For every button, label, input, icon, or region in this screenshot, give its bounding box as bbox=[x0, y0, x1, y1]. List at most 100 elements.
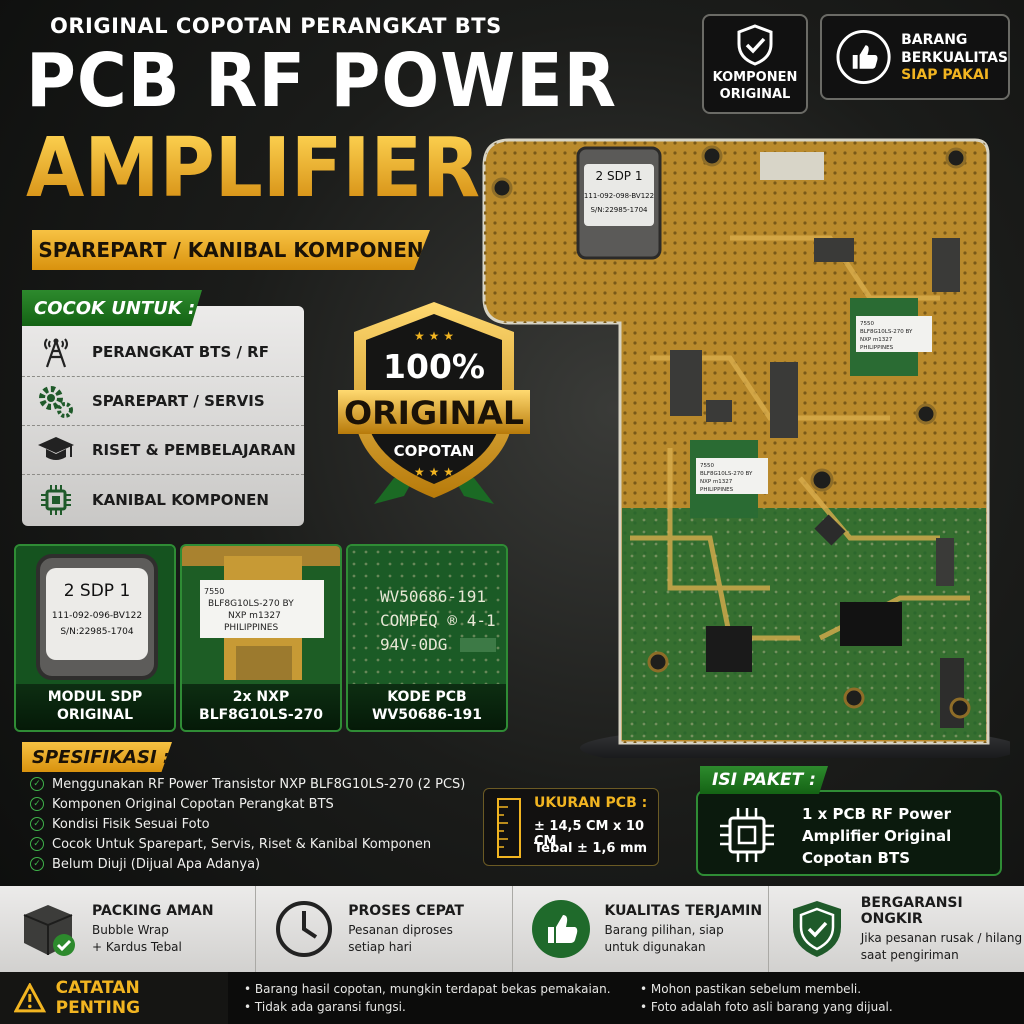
board-transistor-1: 7550 BLF8G10LS-270 BY NXP m1327 PHILIPPI… bbox=[850, 298, 932, 376]
title-line1: PCB RF POWER bbox=[26, 38, 617, 124]
check-icon: ✓ bbox=[30, 857, 44, 871]
thumbs-up-icon bbox=[836, 29, 891, 85]
seal-stars-bottom: ★ ★ ★ bbox=[414, 465, 454, 479]
graduation-cap-icon bbox=[36, 432, 76, 468]
svg-text:7550: 7550 bbox=[204, 587, 224, 596]
cocok-item: RISET & PEMBELAJARAN bbox=[22, 426, 304, 475]
catatan-col-1: • Barang hasil copotan, mungkin terdapat… bbox=[244, 982, 611, 1014]
chip-icon bbox=[36, 482, 76, 518]
check-icon: ✓ bbox=[30, 817, 44, 831]
check-icon: ✓ bbox=[30, 797, 44, 811]
cocok-item-label: PERANGKAT BTS / RF bbox=[92, 343, 269, 361]
top-line: ORIGINAL COPOTAN PERANGKAT BTS bbox=[50, 14, 502, 38]
svg-text:111-092-096-BV122: 111-092-096-BV122 bbox=[52, 611, 142, 621]
svg-text:WV50686-191: WV50686-191 bbox=[380, 587, 486, 606]
cocok-item-label: SPAREPART / SERVIS bbox=[92, 392, 265, 410]
isi-paket-tag: ISI PAKET : bbox=[700, 766, 828, 794]
spec-item: ✓Cocok Untuk Sparepart, Servis, Riset & … bbox=[30, 834, 490, 854]
shield-check-icon bbox=[792, 901, 841, 957]
ukuran-title: UKURAN PCB : bbox=[534, 795, 648, 811]
catatan-title: CATATAN PENTING bbox=[55, 978, 141, 1018]
seal-stars-top: ★ ★ ★ bbox=[414, 329, 454, 343]
catatan-col-2: • Mohon pastikan sebelum membeli.• Foto … bbox=[640, 982, 893, 1014]
board-transistor-2: 7550 BLF8G10LS-270 BY NXP m1327 PHILIPPI… bbox=[690, 440, 768, 518]
seal-original: ORIGINAL bbox=[344, 394, 524, 432]
svg-text:2 SDP 1: 2 SDP 1 bbox=[64, 581, 131, 601]
svg-text:NXP m1327: NXP m1327 bbox=[860, 337, 893, 343]
original-seal: 100% ORIGINAL COPOTAN ★ ★ ★ ★ ★ ★ bbox=[338, 302, 530, 504]
ukuran-line2: Tebal ± 1,6 mm bbox=[534, 841, 648, 856]
badge-barang-berkualitas: BARANG BERKUALITAS SIAP PAKAI bbox=[820, 14, 1010, 100]
svg-text:COMPEQ ® 4-1: COMPEQ ® 4-1 bbox=[380, 611, 496, 630]
shield-check-icon bbox=[737, 24, 773, 66]
spec-item: ✓Belum Diuji (Dijual Apa Adanya) bbox=[30, 854, 490, 874]
svg-text:S/N:22985-1704: S/N:22985-1704 bbox=[60, 627, 134, 637]
spesifikasi-list: ✓Menggunakan RF Power Transistor NXP BLF… bbox=[30, 774, 490, 874]
ukuran-line1: ± 14,5 CM x 10 CM bbox=[534, 819, 645, 849]
svg-text:BLF8G10LS-270 BY: BLF8G10LS-270 BY bbox=[208, 599, 294, 609]
badge-barang-l3: SIAP PAKAI bbox=[901, 67, 990, 84]
badge-komponen-label: KOMPONEN ORIGINAL bbox=[712, 70, 798, 102]
catatan-penting-bar: CATATAN PENTING • Barang hasil copotan, … bbox=[0, 972, 1024, 1024]
title-line2: AMPLIFIER bbox=[26, 121, 481, 216]
sub-banner: SPAREPART / KANIBAL KOMPONEN bbox=[32, 230, 430, 270]
catatan-head: CATATAN PENTING bbox=[0, 972, 228, 1024]
svg-text:NXP m1327: NXP m1327 bbox=[228, 611, 281, 621]
isi-line3: Copotan BTS bbox=[802, 848, 911, 867]
svg-text:PHILIPPINES: PHILIPPINES bbox=[224, 623, 278, 633]
cocok-item: PERANGKAT BTS / RF bbox=[22, 328, 304, 377]
board-sdp-label-b: 111-092-098-BV122 bbox=[584, 192, 654, 200]
svg-text:94V-0DG: 94V-0DG bbox=[380, 635, 447, 654]
ukuran-pcb-box: UKURAN PCB : ± 14,5 CM x 10 CM Tebal ± 1… bbox=[483, 788, 659, 866]
isi-line1: 1 x PCB RF Power bbox=[802, 805, 951, 823]
svg-text:BLF8G10LS-270 BY: BLF8G10LS-270 BY bbox=[700, 471, 753, 477]
spesifikasi-tag: SPESIFIKASI : bbox=[22, 742, 172, 772]
cocok-untuk-tag: COCOK UNTUK : bbox=[22, 290, 202, 326]
photo-modul-sdp: 2 SDP 1 111-092-096-BV122 S/N:22985-1704… bbox=[14, 544, 176, 732]
seal-copotan: COPOTAN bbox=[394, 442, 475, 460]
spec-item: ✓Komponen Original Copotan Perangkat BTS bbox=[30, 794, 490, 814]
isi-line2: Amplifier Original bbox=[802, 826, 952, 845]
antenna-tower-icon bbox=[36, 334, 76, 370]
cocok-item: KANIBAL KOMPONEN bbox=[22, 475, 304, 524]
spec-item: ✓Menggunakan RF Power Transistor NXP BLF… bbox=[30, 774, 490, 794]
spec-item: ✓Kondisi Fisik Sesuai Foto bbox=[30, 814, 490, 834]
chip-icon bbox=[720, 808, 774, 862]
check-icon: ✓ bbox=[30, 837, 44, 851]
svg-text:PHILIPPINES: PHILIPPINES bbox=[860, 345, 894, 351]
thumbs-up-icon bbox=[531, 900, 590, 958]
nxp-transistor-image: 7550 BLF8G10LS-270 BY NXP m1327 PHILIPPI… bbox=[182, 546, 340, 688]
svg-text:7550: 7550 bbox=[860, 321, 874, 327]
board-sdp-label-a: 2 SDP 1 bbox=[596, 169, 643, 183]
check-icon: ✓ bbox=[30, 777, 44, 791]
pcb-code-image: WV50686-191 COMPEQ ® 4-1 94V-0DG bbox=[348, 546, 506, 688]
cocok-untuk-panel: PERANGKAT BTS / RF SPAREPART / SERVIS RI… bbox=[22, 306, 304, 526]
svg-text:PHILIPPINES: PHILIPPINES bbox=[700, 487, 734, 493]
sdp-module-image: 2 SDP 1 111-092-096-BV122 S/N:22985-1704 bbox=[16, 546, 174, 688]
warning-icon bbox=[14, 983, 46, 1013]
seal-percent: 100% bbox=[383, 347, 485, 386]
clock-icon bbox=[276, 901, 333, 957]
badge-barang-l1: BARANG bbox=[901, 31, 968, 48]
isi-paket-panel: 1 x PCB RF Power Amplifier Original Copo… bbox=[696, 790, 1002, 876]
svg-text:BLF8G10LS-270 BY: BLF8G10LS-270 BY bbox=[860, 329, 913, 335]
svg-text:NXP m1327: NXP m1327 bbox=[700, 479, 733, 485]
svg-text:7550: 7550 bbox=[700, 463, 714, 469]
cocok-item: SPAREPART / SERVIS bbox=[22, 377, 304, 426]
package-icon bbox=[23, 905, 75, 956]
photo-kode-pcb: WV50686-191 COMPEQ ® 4-1 94V-0DG KODE PC… bbox=[346, 544, 508, 732]
ruler-icon bbox=[497, 798, 521, 858]
badge-barang-l2: BERKUALITAS bbox=[901, 50, 1008, 66]
gears-icon bbox=[36, 383, 76, 419]
photo-nxp: 7550 BLF8G10LS-270 BY NXP m1327 PHILIPPI… bbox=[180, 544, 342, 732]
cocok-item-label: RISET & PEMBELAJARAN bbox=[92, 441, 296, 459]
pcb-board-image: 2 SDP 1 111-092-098-BV122 S/N:22985-1704… bbox=[482, 138, 1010, 758]
badge-komponen-original: KOMPONEN ORIGINAL bbox=[702, 14, 808, 114]
